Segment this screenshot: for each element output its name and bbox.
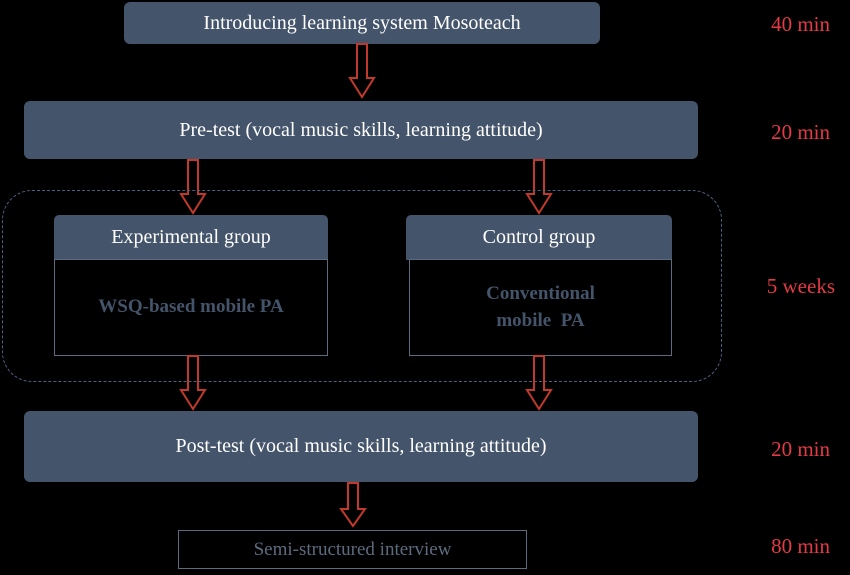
control-group-label: Control group	[482, 226, 596, 248]
experimental-group-header: Experimental group	[54, 215, 328, 260]
intervention-duration: 5 weeks	[766, 274, 835, 298]
interview-label: Semi-structured interview	[253, 538, 452, 560]
pretest-label: Pre-test (vocal music skills, learning a…	[179, 118, 543, 141]
intro-duration: 40 min	[771, 12, 830, 36]
arrow-down-icon	[339, 482, 367, 528]
control-activity-panel: Conventional mobile PA	[409, 259, 672, 356]
arrow-down-icon	[179, 159, 207, 215]
pretest-duration: 20 min	[771, 120, 830, 144]
intro-step: Introducing learning system Mosoteach	[124, 2, 600, 44]
arrow-down-icon	[525, 159, 553, 215]
intervention-frame	[2, 190, 722, 382]
control-activity-label: Conventional mobile PA	[486, 282, 600, 331]
interview-step: Semi-structured interview	[178, 530, 527, 569]
experimental-group-label: Experimental group	[111, 226, 271, 248]
pretest-step: Pre-test (vocal music skills, learning a…	[24, 101, 698, 159]
arrow-down-icon	[348, 43, 376, 99]
experimental-activity-panel: WSQ-based mobile PA	[54, 259, 328, 356]
interview-duration: 80 min	[771, 534, 830, 558]
posttest-duration: 20 min	[771, 437, 830, 461]
control-group-header: Control group	[406, 215, 672, 260]
arrow-down-icon	[525, 355, 553, 411]
posttest-step: Post-test (vocal music skills, learning …	[24, 411, 698, 482]
intro-label: Introducing learning system Mosoteach	[203, 11, 521, 34]
experimental-activity-label: WSQ-based mobile PA	[98, 296, 284, 318]
arrow-down-icon	[179, 355, 207, 411]
posttest-label: Post-test (vocal music skills, learning …	[175, 435, 547, 457]
